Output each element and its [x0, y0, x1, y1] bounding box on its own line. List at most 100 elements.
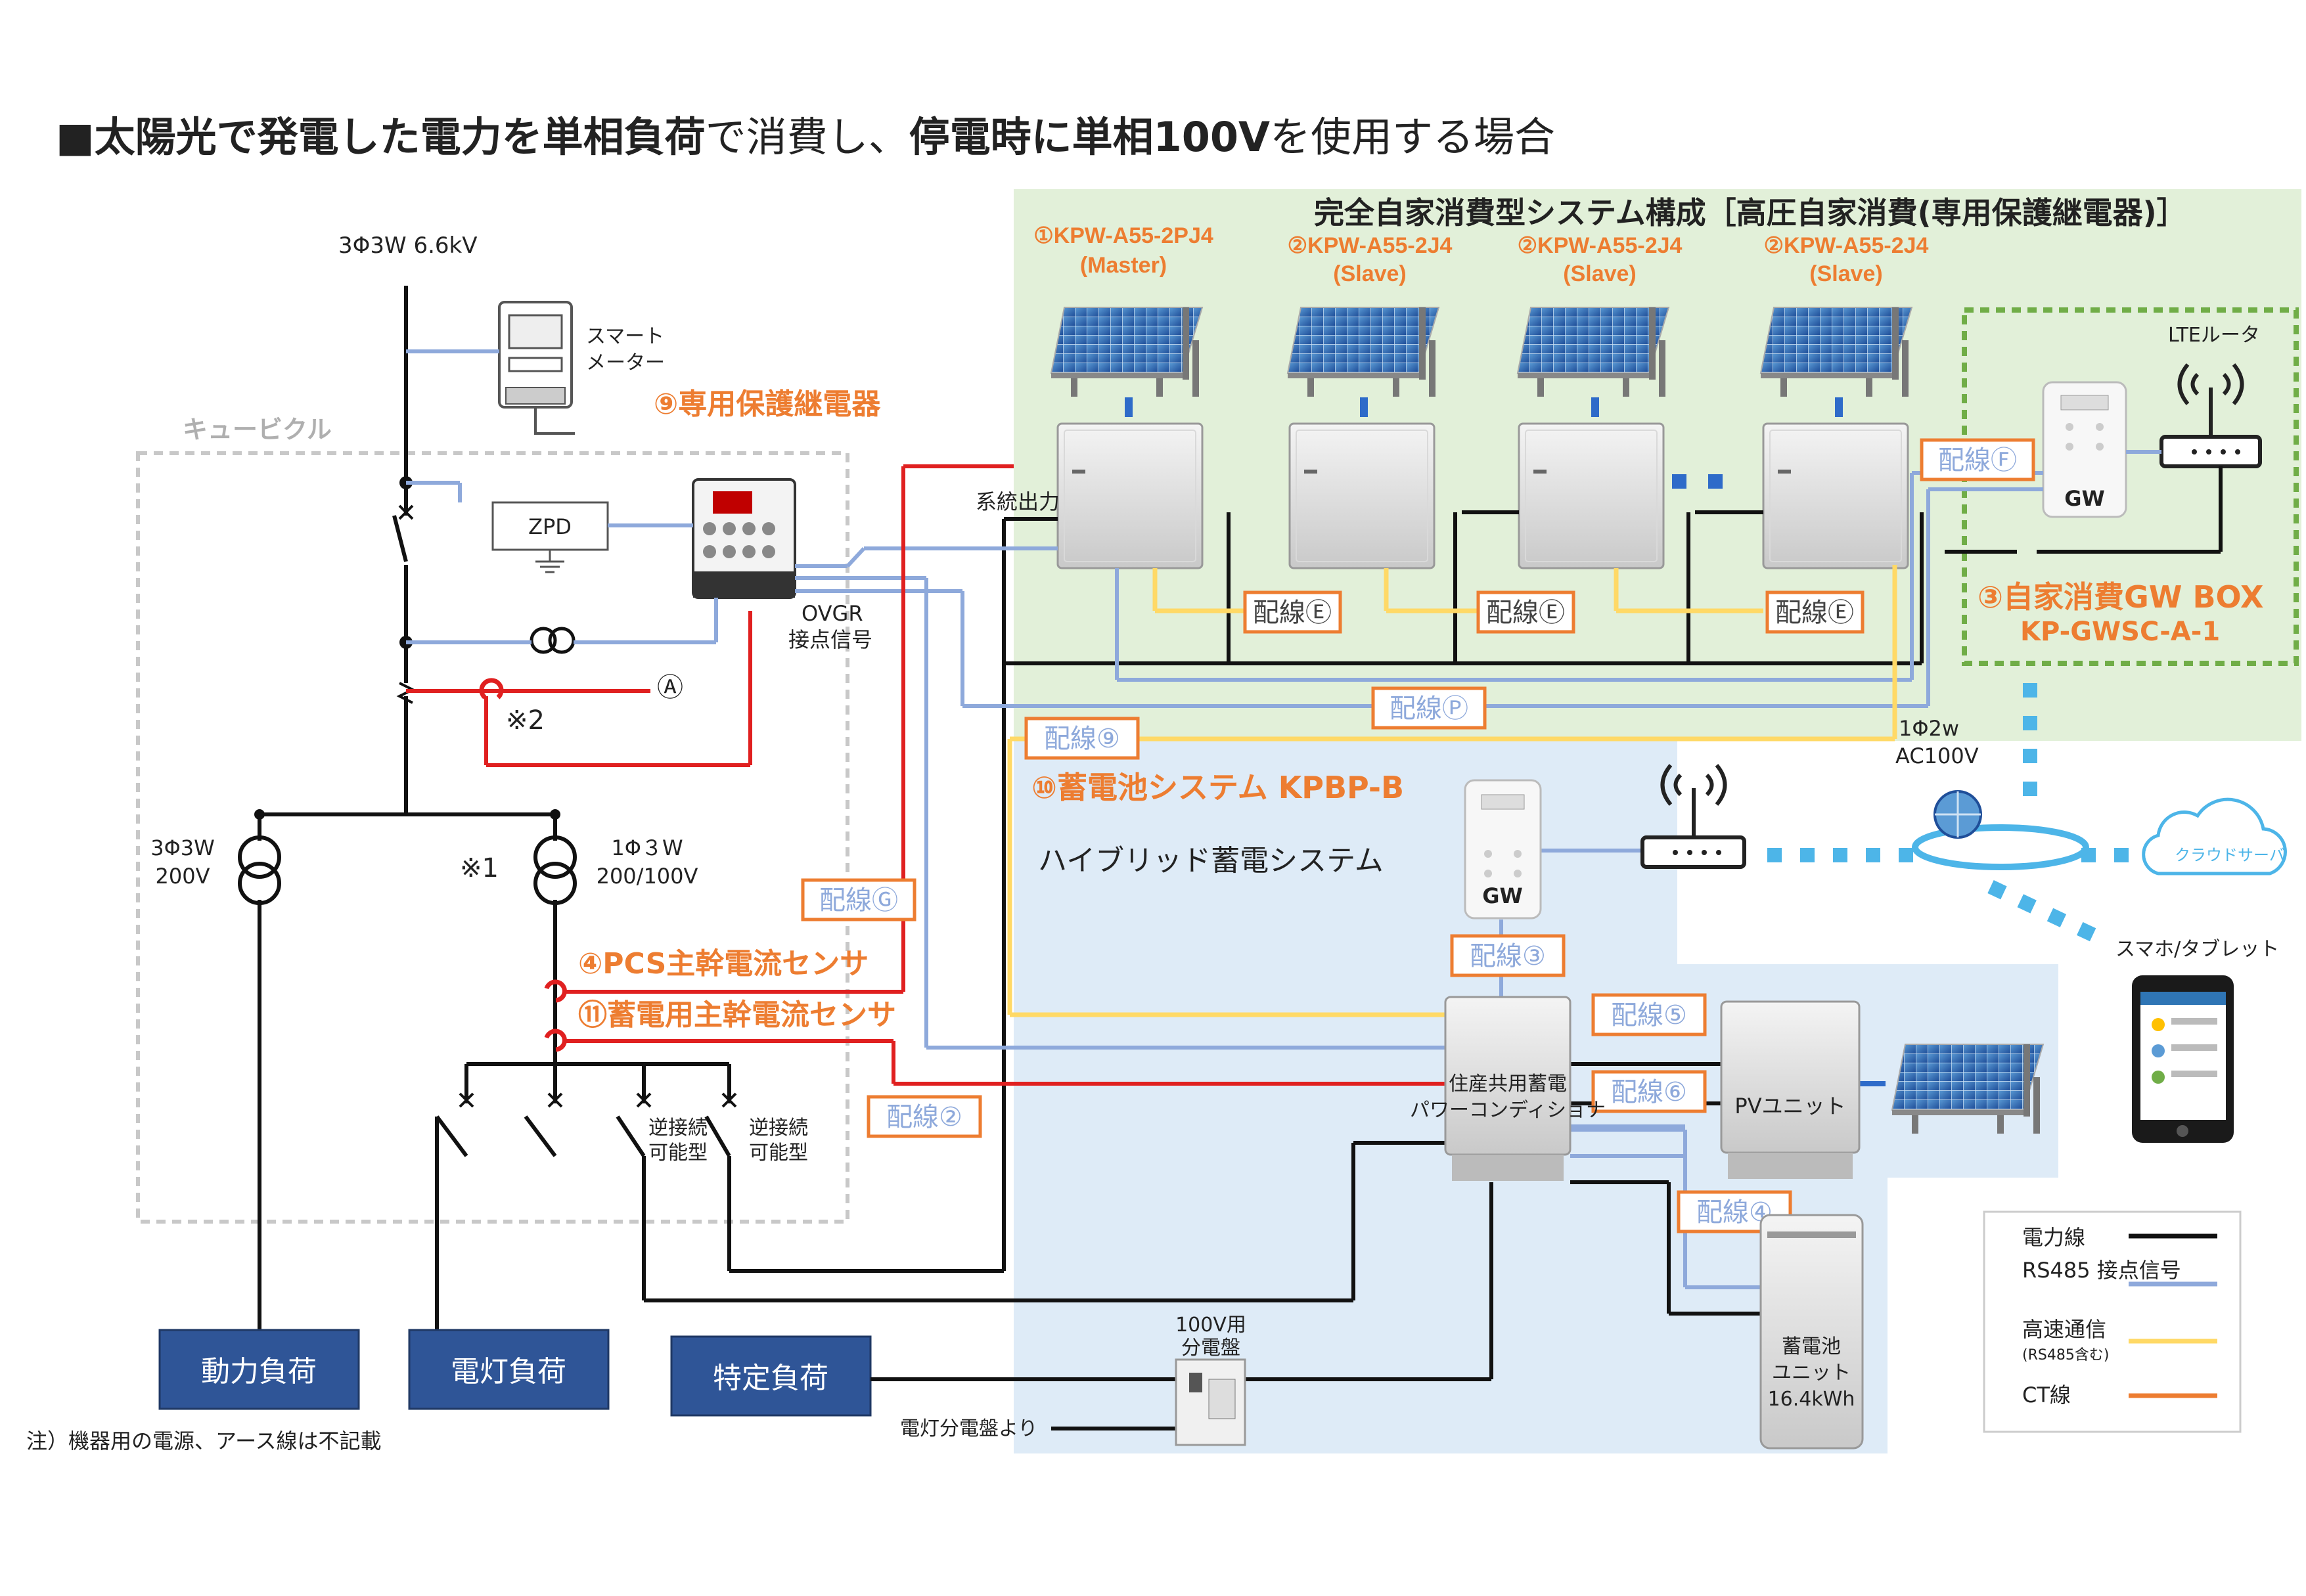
battery-system-title: ⑩蓄電池システム KPBP-B: [1031, 770, 1404, 805]
ovgr-label: OVGR: [802, 601, 863, 626]
ovgr-label-2: 接点信号: [788, 627, 872, 652]
pcs-unit-slave-1: [1288, 422, 1436, 569]
ellipsis-dot-icon: [1672, 474, 1686, 489]
wiring-tag-f-label: 配線Ⓕ: [1938, 445, 2017, 476]
unit-model-1: ①KPW-A55-2PJ4: [1033, 223, 1213, 248]
system-title: 完全自家消費型システム構成［高圧自家消費(専用保護継電器)］: [1314, 195, 2187, 231]
legend-label-rs485: RS485 接点信号: [2022, 1258, 2181, 1283]
reverse-label-2b: 可能型: [749, 1142, 808, 1164]
zpd-label: ZPD: [528, 514, 572, 539]
wifi-router-icon: [1640, 764, 1746, 869]
wiring-tag-g-label: 配線Ⓖ: [819, 885, 898, 916]
cloud-icon: [2142, 797, 2287, 876]
gw-box-frame: [1962, 307, 2299, 666]
legend-sub-highspeed: (RS485含む): [2022, 1347, 2109, 1363]
pv-unit-box: [1720, 1000, 1861, 1154]
ac-label-1: 1Φ2w: [1899, 716, 1959, 741]
gw-top-label: GW: [2064, 486, 2105, 511]
tr2-label-2: 200/100V: [597, 864, 698, 889]
specific-load-box: [670, 1335, 872, 1417]
wiring-tag-f: [1920, 438, 2035, 481]
hybrid-pcs-label-1: 住産共用蓄電: [1449, 1073, 1567, 1096]
legend-label-power: 電力線: [2022, 1225, 2085, 1250]
wiring-tag-4-label: 配線④: [1696, 1197, 1773, 1228]
ct-lines: [406, 464, 1445, 1086]
footnote: 注）機器用の電源、アース線は不記載: [26, 1429, 381, 1453]
cubicle-label: キュービクル: [183, 415, 332, 444]
smartphone-icon: [2132, 975, 2234, 1143]
gw-device-top: [2042, 381, 2127, 518]
gw-bottom-label: GW: [1482, 883, 1523, 908]
lte-router-label: LTEルータ: [2168, 324, 2260, 347]
relay-label: ⑨専用保護継電器: [654, 388, 881, 421]
unit-role-2: (Slave): [1333, 261, 1407, 286]
ellipsis-dot-icon: [1708, 474, 1723, 489]
pv-unit-label: PVユニット: [1734, 1094, 1845, 1119]
power-load-label: 動力負荷: [201, 1355, 317, 1388]
smart-meter-label-1: スマート: [586, 325, 664, 348]
wiring-tag-9: [1024, 717, 1140, 760]
battery-label-1: 蓄電池: [1782, 1335, 1841, 1358]
phone-label: スマホ/タブレット: [2115, 938, 2279, 961]
wiring-tag-3-label: 配線③: [1470, 941, 1546, 971]
wiring-tag-6: [1591, 1070, 1707, 1113]
internet-globe-icon: [1912, 790, 2089, 870]
wiring-tag-3: [1450, 934, 1566, 977]
smart-meter-label-2: メーター: [586, 351, 665, 374]
wiring-tag-5: [1591, 993, 1707, 1036]
panel-label-1: 100V用: [1175, 1314, 1246, 1337]
unit-role-1: (Master): [1080, 253, 1167, 278]
reverse-label-1a: 逆接続: [648, 1117, 708, 1140]
battery-label-2: ユニット: [1772, 1362, 1851, 1385]
wiring-tag-p-label: 配線Ⓟ: [1390, 694, 1468, 724]
network-link: [1767, 683, 2142, 946]
page-title: ■太陽光で発電した電力を単相負荷で消費し、停電時に単相100Vを使用する場合: [56, 113, 1555, 161]
wiring-tag-2-label: 配線②: [886, 1102, 962, 1132]
lte-router-icon: [2159, 363, 2262, 468]
specific-load-label: 特定負荷: [713, 1362, 828, 1395]
a-mark: Ⓐ: [657, 673, 683, 703]
gw-box-model: KP-GWSC-A-1: [2020, 617, 2220, 647]
wiring-tag-e1: [1243, 590, 1342, 634]
from-panel-label: 電灯分電盤より: [900, 1417, 1037, 1440]
light-load-label: 電灯負荷: [451, 1355, 566, 1388]
unit-role-3: (Slave): [1563, 261, 1637, 286]
wiring-tag-e2: [1476, 590, 1575, 634]
smart-meter-icon: [498, 301, 575, 435]
wiring-tag-9-label: 配線⑨: [1044, 724, 1120, 754]
pcs-unit-slave-2: [1518, 422, 1665, 569]
reverse-label-1b: 可能型: [648, 1142, 708, 1164]
tr1-label-1: 3Φ3W: [150, 835, 215, 860]
wiring-tag-e1-label: 配線Ⓔ: [1253, 598, 1332, 628]
ground-icon: [535, 550, 564, 573]
battery-unit-box: [1759, 1214, 1864, 1450]
system-output-label: 系統出力: [976, 489, 1060, 514]
gw-box-title: ③自家消費GW BOX: [1978, 579, 2263, 615]
unit-role-4: (Slave): [1809, 261, 1883, 286]
unit-model-3: ②KPW-A55-2J4: [1518, 233, 1683, 258]
unit-model-2: ②KPW-A55-2J4: [1288, 233, 1453, 258]
legend-label-ct: CT線: [2022, 1383, 2071, 1408]
cloud-label: クラウドサーバ: [2175, 846, 2285, 864]
wiring-tag-e3: [1765, 590, 1865, 634]
ct-sensor-icon: [479, 678, 567, 1052]
note-1-mark: ※1: [460, 853, 499, 883]
battery-system-subtitle: ハイブリッド蓄電システム: [1038, 844, 1384, 877]
wiring-tag-g: [801, 878, 916, 921]
wiring-tag-5-label: 配線⑤: [1611, 1000, 1687, 1031]
ac-label-2: AC100V: [1895, 743, 1979, 768]
tr1-label-2: 200V: [156, 864, 210, 889]
light-load-box: [408, 1329, 610, 1410]
wiring-tag-6-label: 配線⑥: [1611, 1077, 1687, 1107]
battery-label-3: 16.4kWh: [1768, 1388, 1855, 1411]
wiring-tag-e2-label: 配線Ⓔ: [1486, 598, 1565, 628]
sensor-11-label: ⑪蓄電用主幹電流センサ: [578, 998, 896, 1032]
tr2-label-1: 1Φ３W: [611, 835, 683, 860]
supply-label: 3Φ3W 6.6kV: [338, 233, 477, 259]
power-load-box: [158, 1329, 360, 1410]
pcs-unit-slave-3: [1762, 422, 1909, 569]
gw-device-bottom: [1464, 779, 1542, 920]
panel-label-2: 分電盤: [1181, 1337, 1240, 1360]
